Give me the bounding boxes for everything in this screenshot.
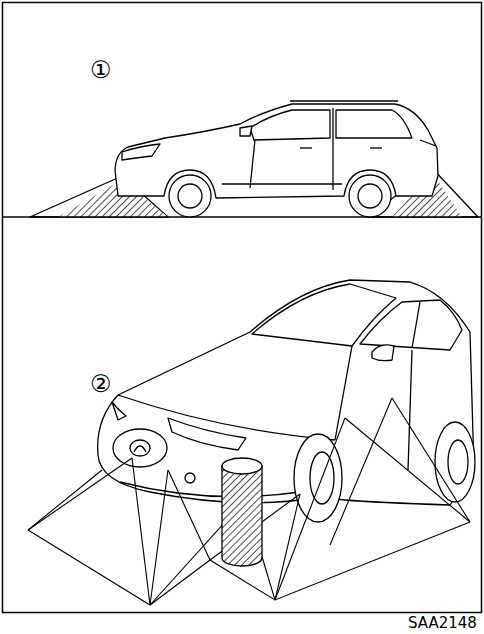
sensor-detection-lines [28, 398, 470, 605]
callout-number: ② [90, 372, 112, 396]
perspective-car [98, 280, 475, 522]
side-view-car [2, 101, 482, 217]
callout-number: ① [90, 58, 112, 82]
frame-border [3, 3, 482, 613]
obstacle-cylinder [222, 458, 262, 566]
figure-code: SAA2148 [408, 616, 477, 631]
